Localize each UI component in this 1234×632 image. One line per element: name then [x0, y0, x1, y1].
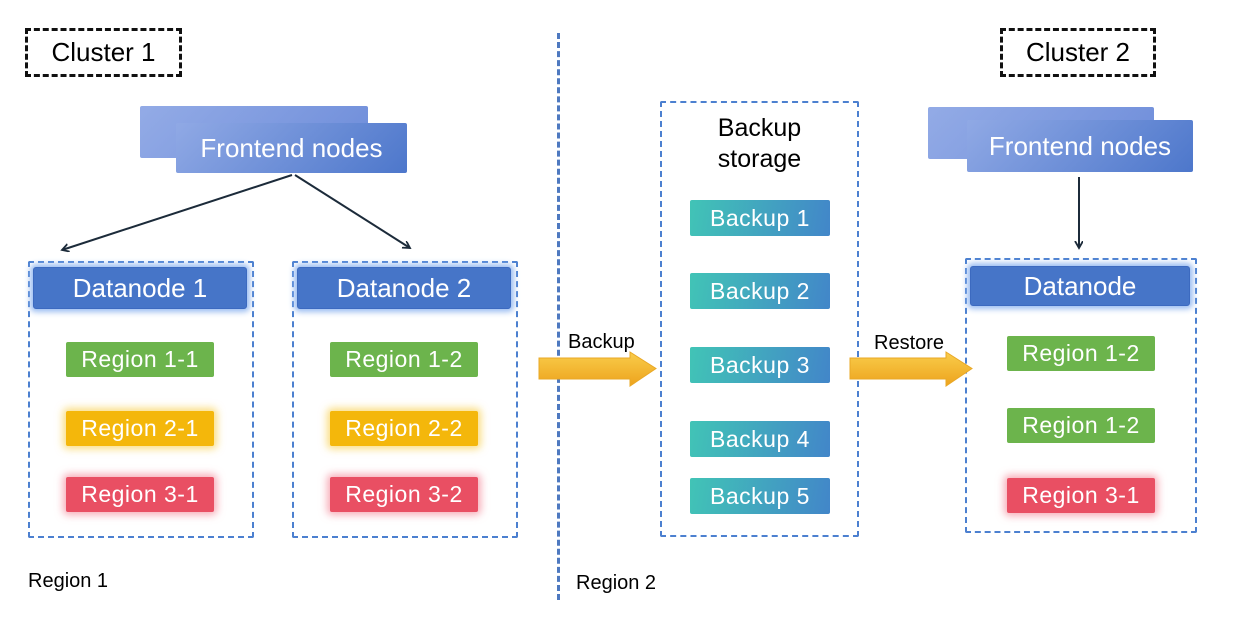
backup-chip-label: Backup 5 — [710, 482, 810, 509]
cluster2-label-box: Cluster 2 — [1000, 28, 1156, 77]
cluster2-frontend-node: Frontend nodes — [967, 120, 1193, 172]
region-chip: Region 3-1 — [66, 477, 214, 512]
backup-chip: Backup 5 — [690, 478, 830, 514]
cluster2-datanode-title: Datanode — [1023, 270, 1137, 301]
region-chip: Region 3-2 — [330, 477, 478, 512]
backup-chip: Backup 1 — [690, 200, 830, 236]
cluster2-frontend-label: Frontend nodes — [988, 130, 1172, 161]
restore-arrow-icon — [849, 351, 973, 387]
region-chip: Region 2-1 — [66, 411, 214, 446]
region-label: Region 1-2 — [345, 346, 463, 372]
zone-divider-line — [557, 33, 560, 600]
datanode2-panel: Datanode 2 Region 1-2 Region 2-2 Region … — [292, 261, 518, 538]
backup-chip-label: Backup 4 — [710, 425, 810, 452]
region-chip: Region 2-2 — [330, 411, 478, 446]
datanode2-header: Datanode 2 — [297, 267, 511, 309]
cluster2-label: Cluster 2 — [1025, 37, 1131, 67]
region-label: Region 1-2 — [1022, 412, 1140, 438]
region-chip: Region 1-2 — [1007, 408, 1155, 443]
region-label: Region 2-2 — [345, 415, 463, 441]
frontend-to-datanode1-arrow — [62, 174, 293, 250]
cluster2-datanode-header: Datanode — [970, 266, 1190, 306]
cluster1-frontend-node: Frontend nodes — [176, 123, 407, 173]
datanode1-header: Datanode 1 — [33, 267, 247, 309]
datanode1-title: Datanode 1 — [72, 272, 208, 303]
backup-chip: Backup 3 — [690, 347, 830, 383]
cluster1-label: Cluster 1 — [51, 37, 156, 67]
region-chip: Region 1-2 — [1007, 336, 1155, 371]
cluster1-frontend-label: Frontend nodes — [200, 132, 383, 163]
restore-flow-label: Restore — [874, 332, 945, 354]
backup-storage-panel: Backup storage Backup 1 Backup 2 Backup … — [660, 101, 859, 537]
region-label: Region 3-1 — [1022, 482, 1140, 508]
backup-storage-title: Backup storage — [717, 114, 802, 173]
region-chip: Region 1-1 — [66, 342, 214, 377]
frontend-to-datanode2-arrow — [294, 174, 410, 248]
backup-chip-label: Backup 3 — [710, 351, 810, 378]
zone-label-region2: Region 2 — [576, 572, 657, 594]
region-label: Region 1-1 — [81, 346, 199, 372]
backup-chip: Backup 2 — [690, 273, 830, 309]
backup-chip: Backup 4 — [690, 421, 830, 457]
cluster1-label-box: Cluster 1 — [25, 28, 182, 77]
datanode2-title: Datanode 2 — [336, 272, 472, 303]
backup-flow-label: Backup — [568, 331, 635, 353]
region-chip: Region 3-1 — [1007, 478, 1155, 513]
region-chip: Region 1-2 — [330, 342, 478, 377]
region-label: Region 3-1 — [81, 481, 199, 507]
datanode1-panel: Datanode 1 Region 1-1 Region 2-1 Region … — [28, 261, 254, 538]
backup-chip-label: Backup 1 — [710, 204, 810, 231]
backup-chip-label: Backup 2 — [710, 277, 810, 304]
region-label: Region 2-1 — [81, 415, 199, 441]
region-label: Region 1-2 — [1022, 340, 1140, 366]
zone-label-region1: Region 1 — [28, 570, 109, 592]
region-label: Region 3-2 — [345, 481, 463, 507]
cluster2-datanode-panel: Datanode Region 1-2 Region 1-2 Region 3-… — [965, 258, 1197, 533]
